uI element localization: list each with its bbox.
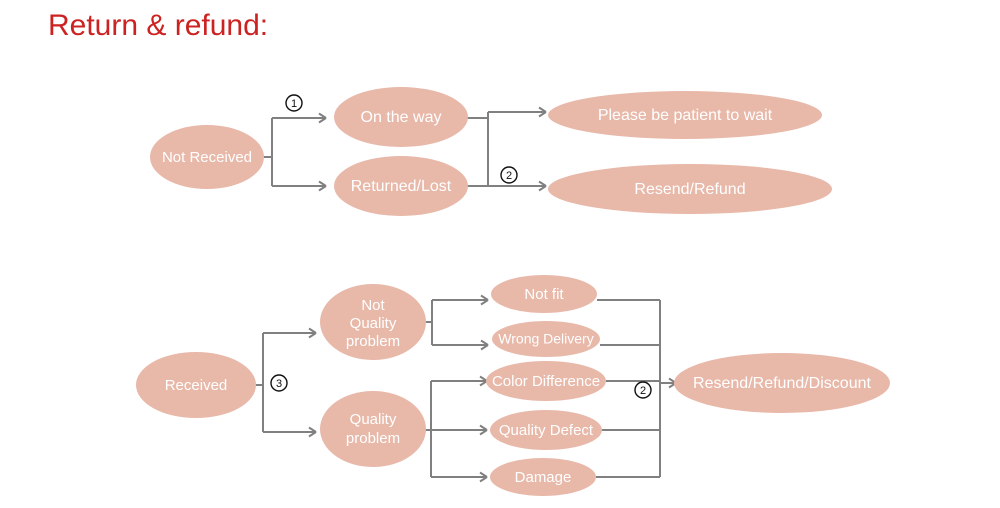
node-not-quality-problem-line-2: Quality bbox=[350, 315, 397, 332]
node-quality-problem-line-2: problem bbox=[346, 430, 400, 447]
marker-1: 1 bbox=[285, 94, 303, 112]
marker-2-section-two-label: 2 bbox=[640, 385, 646, 397]
node-quality-problem[interactable]: Quality problem bbox=[320, 391, 426, 467]
page-title: Return & refund: bbox=[48, 9, 269, 42]
node-on-the-way-label: On the way bbox=[361, 109, 442, 126]
node-please-be-patient[interactable]: Please be patient to wait bbox=[548, 91, 822, 139]
connector-quality-reasons bbox=[424, 375, 488, 483]
marker-3-label: 3 bbox=[276, 378, 282, 390]
node-returned-lost-label: Returned/Lost bbox=[351, 178, 452, 195]
node-please-be-patient-label: Please be patient to wait bbox=[598, 107, 773, 124]
node-resend-refund-label: Resend/Refund bbox=[634, 181, 745, 198]
marker-2-section-two: 2 bbox=[634, 381, 652, 399]
node-wrong-delivery[interactable]: Wrong Delivery bbox=[492, 321, 600, 357]
connector-stage2-stage3 bbox=[466, 106, 547, 192]
node-damage[interactable]: Damage bbox=[490, 458, 596, 496]
node-not-received[interactable]: Not Received bbox=[150, 125, 264, 189]
node-not-fit-label: Not fit bbox=[524, 286, 564, 303]
node-not-quality-problem-line-1: Not bbox=[361, 297, 385, 314]
node-color-difference-label: Color Difference bbox=[492, 373, 600, 390]
node-quality-defect-label: Quality Defect bbox=[499, 422, 594, 439]
node-damage-label: Damage bbox=[515, 469, 572, 486]
node-wrong-delivery-label: Wrong Delivery bbox=[498, 331, 593, 347]
node-resend-refund-discount-label: Resend/Refund/Discount bbox=[693, 375, 871, 392]
node-received[interactable]: Received bbox=[136, 352, 256, 418]
node-not-fit[interactable]: Not fit bbox=[491, 275, 597, 313]
connector-not-quality-reasons bbox=[424, 294, 489, 351]
node-received-label: Received bbox=[165, 377, 228, 394]
connector-received-split bbox=[256, 327, 317, 438]
node-quality-defect[interactable]: Quality Defect bbox=[490, 410, 602, 450]
marker-3: 3 bbox=[270, 374, 288, 392]
node-returned-lost[interactable]: Returned/Lost bbox=[334, 156, 468, 216]
node-not-quality-problem[interactable]: Not Quality problem bbox=[320, 284, 426, 360]
node-color-difference[interactable]: Color Difference bbox=[486, 361, 606, 401]
connector-reasons-merge bbox=[596, 299, 677, 478]
node-not-received-label: Not Received bbox=[162, 149, 252, 166]
marker-1-label: 1 bbox=[291, 98, 297, 110]
marker-2-section-one-label: 2 bbox=[506, 170, 512, 182]
node-quality-problem-line-1: Quality bbox=[350, 411, 397, 428]
connector-not-received-split bbox=[264, 112, 327, 192]
node-not-quality-problem-line-3: problem bbox=[346, 333, 400, 350]
node-resend-refund-discount[interactable]: Resend/Refund/Discount bbox=[674, 353, 890, 413]
marker-2-section-one: 2 bbox=[500, 166, 518, 184]
node-resend-refund[interactable]: Resend/Refund bbox=[548, 164, 832, 214]
node-on-the-way[interactable]: On the way bbox=[334, 87, 468, 147]
